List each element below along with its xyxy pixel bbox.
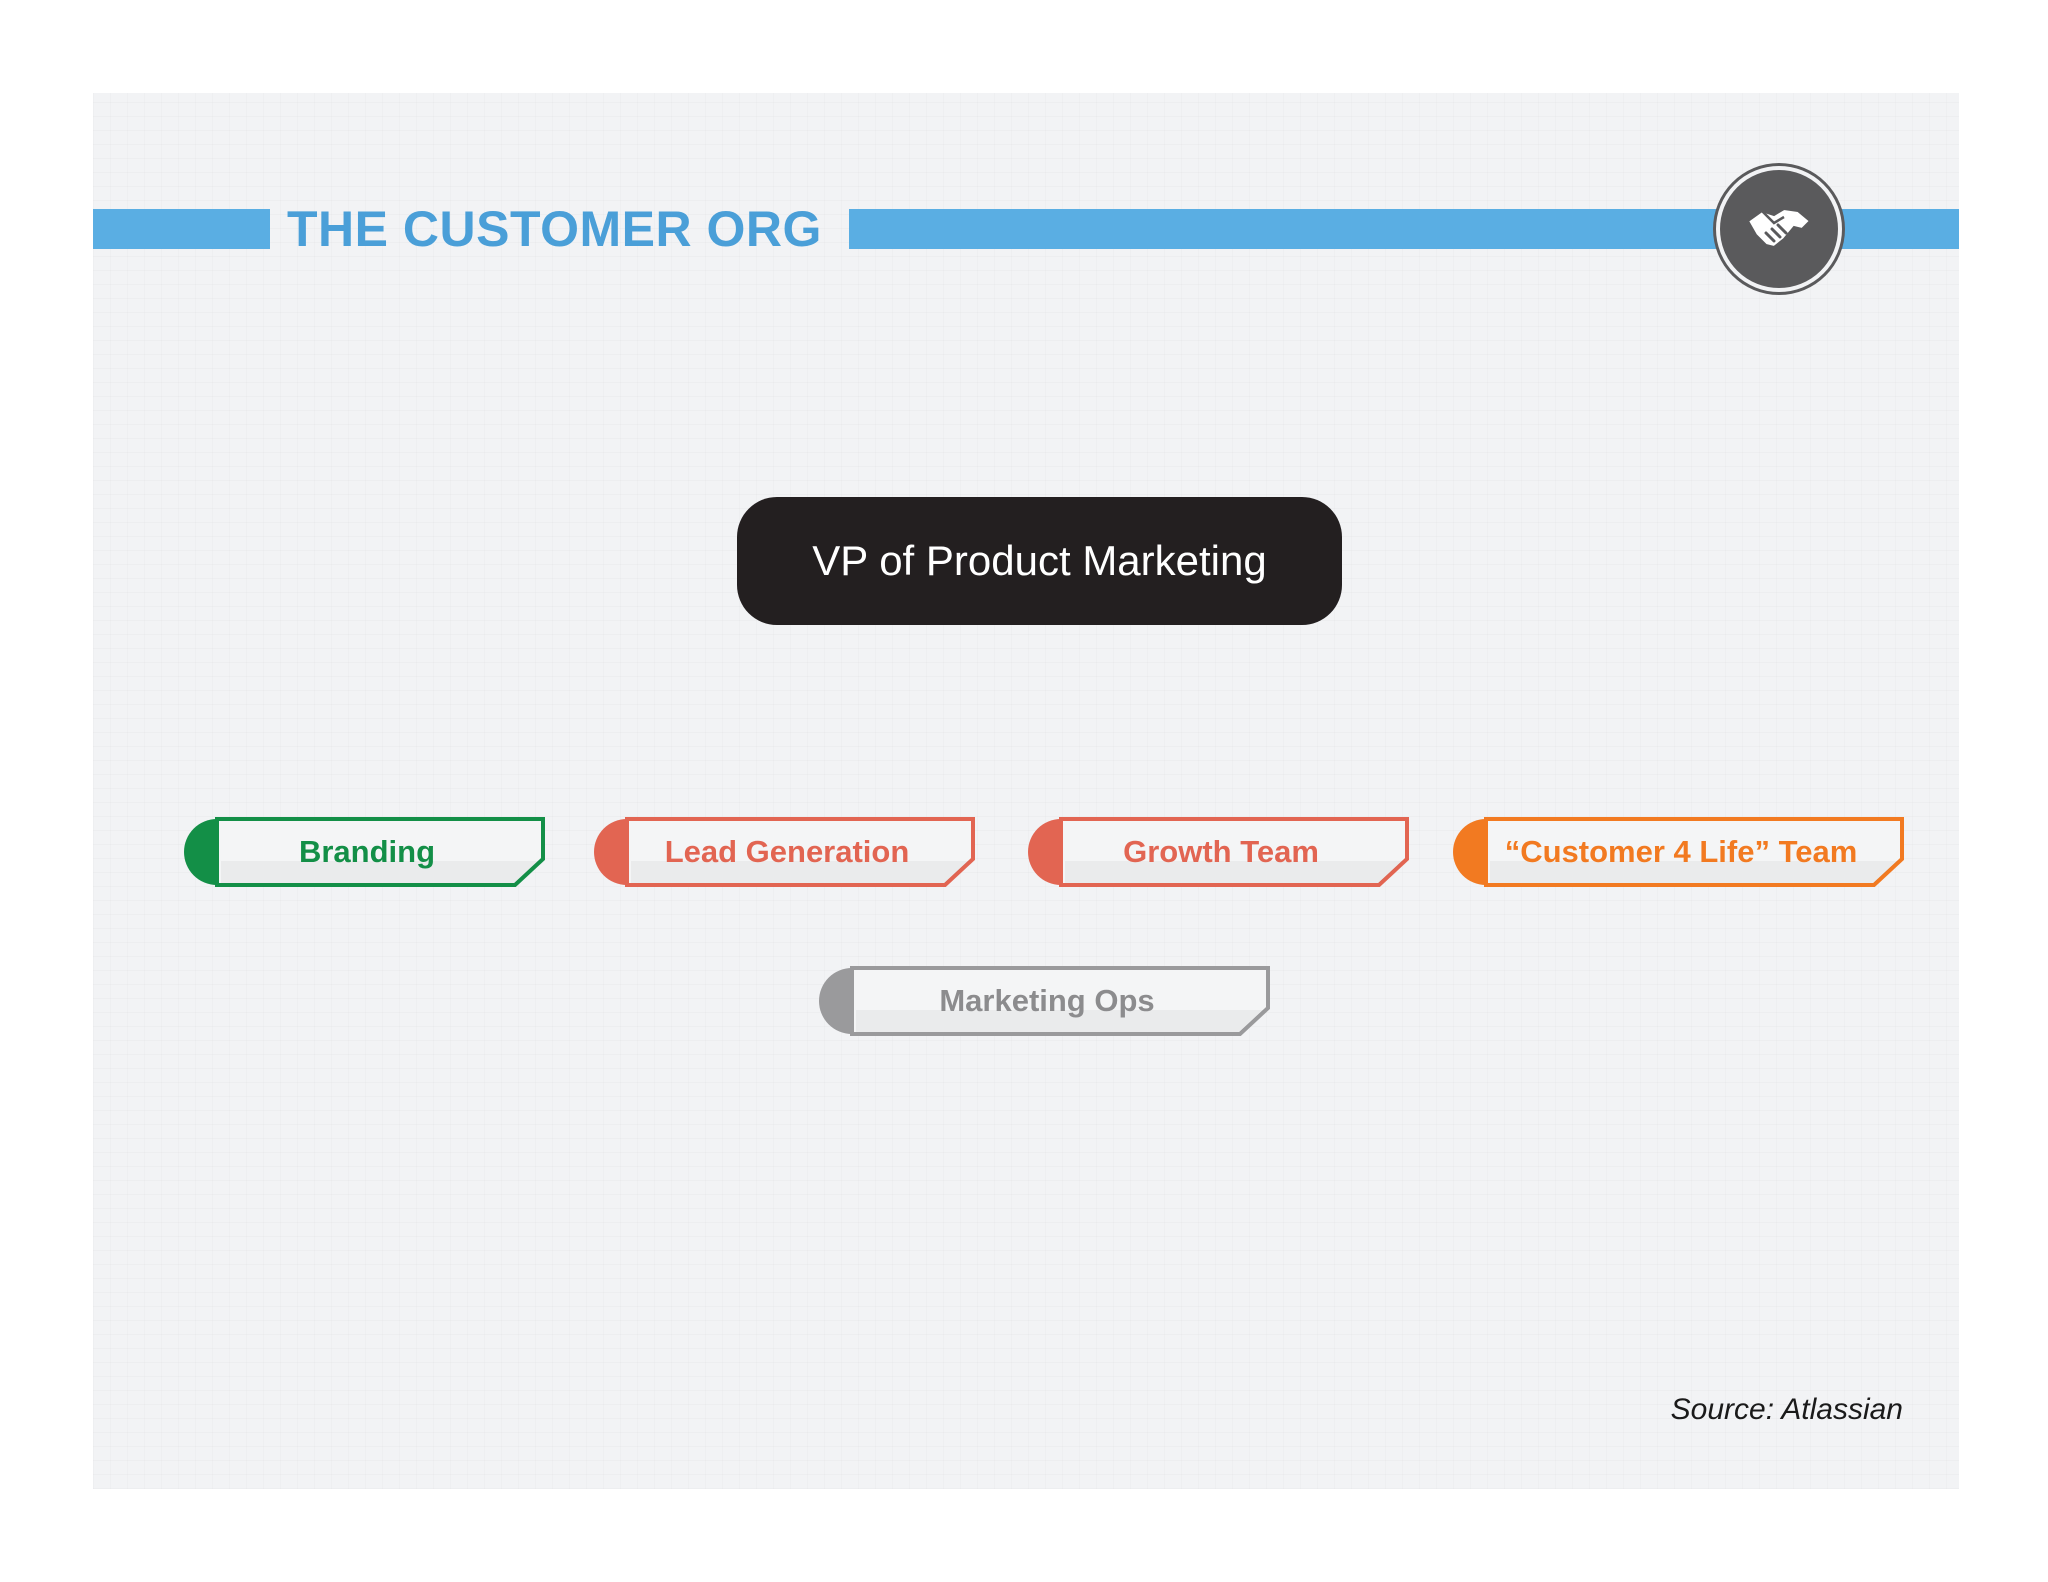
source-note: Source: Atlassian xyxy=(1670,1393,1903,1426)
team-label-lead-generation: Lead Generation xyxy=(664,834,910,869)
tag-shape xyxy=(594,817,975,887)
tag-shape xyxy=(819,966,1270,1036)
team-node-customer-4-life: “Customer 4 Life” Team xyxy=(1450,817,1905,887)
tag-shape xyxy=(1028,817,1409,887)
team-node-marketing-ops: Marketing Ops xyxy=(816,966,1271,1036)
page-title: THE CUSTOMER ORG xyxy=(287,201,822,257)
title-bar-left xyxy=(93,209,270,249)
team-node-growth-team: Growth Team xyxy=(1025,817,1410,887)
team-label-marketing-ops: Marketing Ops xyxy=(939,983,1155,1018)
team-node-branding: Branding xyxy=(181,817,546,887)
team-label-customer-4-life: “Customer 4 Life” Team xyxy=(1504,834,1858,869)
tag-shape xyxy=(1453,817,1904,887)
handshake-icon xyxy=(1716,166,1842,292)
vp-node: VP of Product Marketing xyxy=(737,497,1342,625)
team-node-lead-generation: Lead Generation xyxy=(591,817,976,887)
slide: THE CUSTOMER ORG VP of Product Marketing… xyxy=(93,93,1959,1489)
team-label-branding: Branding xyxy=(298,834,436,869)
team-label-growth-team: Growth Team xyxy=(1123,834,1319,869)
tag-shape xyxy=(184,817,545,887)
